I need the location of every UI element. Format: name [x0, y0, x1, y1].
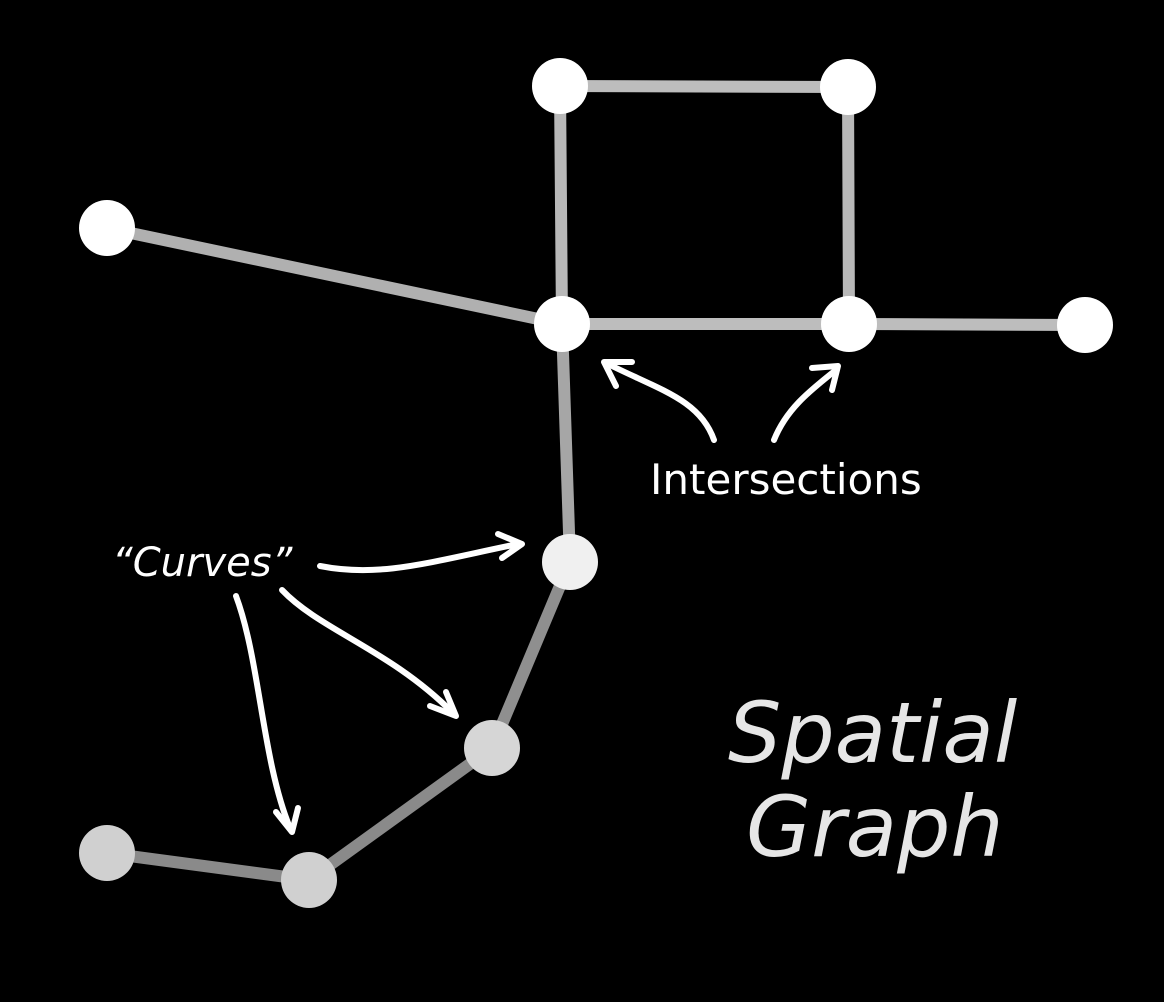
- node-left-end: [79, 200, 135, 256]
- arrow-to-bottom-curve: [233, 593, 293, 831]
- edge-right-junction-right-end: [843, 318, 1091, 331]
- node-top-left: [532, 58, 588, 114]
- node-right-end: [1057, 297, 1113, 353]
- title-line-graph: Graph: [746, 778, 1004, 876]
- arrowhead-mid-curve-icon: [495, 531, 525, 561]
- curve-arrows: [233, 531, 525, 835]
- intersection-arrows: [601, 359, 841, 443]
- curves-label: “Curves”: [112, 540, 293, 586]
- node-right-junction: [821, 296, 877, 352]
- node-top-right: [820, 59, 876, 115]
- arrow-to-right-junction: [771, 367, 839, 443]
- graph-edges: [101, 80, 1091, 886]
- arrowhead-right-junction-icon: [809, 363, 841, 393]
- node-bottom-curve: [281, 852, 337, 908]
- intersections-label: Intersections: [650, 455, 922, 504]
- edge-bottom-left-bottom-curve: [101, 847, 315, 886]
- arrow-to-lower-curve: [279, 587, 455, 715]
- edge-lower-curve-bottom-curve: [303, 742, 498, 886]
- graph-nodes: [79, 58, 1113, 908]
- node-mid-curve: [542, 534, 598, 590]
- node-bottom-left: [79, 825, 135, 881]
- arrowhead-bottom-curve-icon: [273, 805, 301, 835]
- arrow-to-center-junction: [605, 361, 717, 443]
- edge-top-right-right-junction: [842, 81, 855, 330]
- edge-mid-curve-lower-curve: [486, 556, 576, 754]
- node-center-junction: [534, 296, 590, 352]
- edge-left-end-center-junction: [101, 222, 568, 330]
- edge-center-junction-mid-curve: [556, 318, 576, 568]
- arrowhead-lower-curve-icon: [427, 689, 459, 719]
- arrow-to-mid-curve: [317, 541, 521, 574]
- edge-top-left-center-junction: [554, 80, 568, 330]
- title-line-spatial: Spatial: [728, 684, 1017, 782]
- edge-top-left-top-right: [554, 80, 854, 93]
- node-lower-curve: [464, 720, 520, 776]
- arrowhead-center-junction-icon: [601, 359, 635, 389]
